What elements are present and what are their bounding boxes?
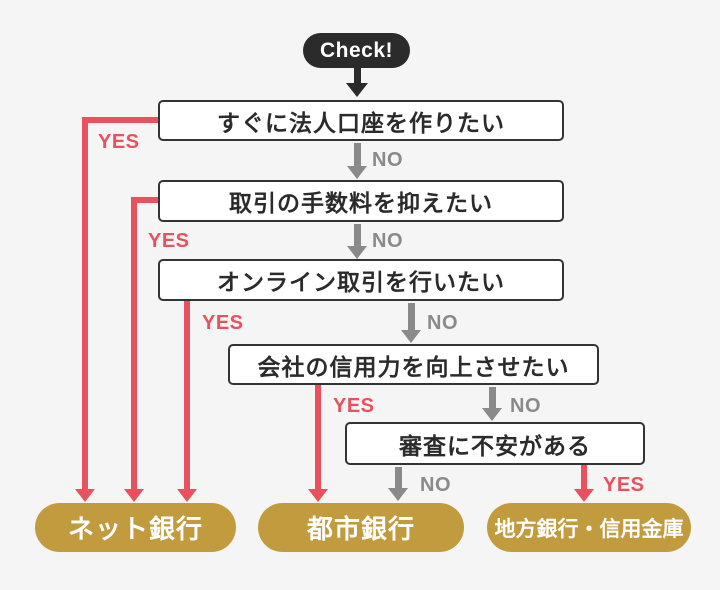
start-arrow-stem: [354, 66, 361, 83]
result-pill-city-bank: 都市銀行: [258, 503, 464, 552]
yes-label-2: YES: [148, 230, 190, 252]
yes-label-5: YES: [603, 474, 645, 496]
result-pill-net-bank: ネット銀行: [35, 503, 236, 552]
question-text: 会社の信用力を向上させたい: [257, 353, 570, 380]
yes-connector-1-horizontal: [82, 117, 158, 123]
no-connector-1: [354, 143, 361, 167]
yes-label-4: YES: [333, 395, 375, 417]
no-arrow-down-icon-2: [347, 246, 367, 259]
yes-label-3: YES: [202, 312, 244, 334]
start-arrow-down-icon: [346, 83, 368, 97]
yes-arrow-down-icon-5: [574, 489, 594, 502]
no-label-1: NO: [372, 149, 403, 171]
no-connector-2: [354, 224, 361, 247]
result-text: ネット銀行: [67, 514, 203, 544]
question-text: すぐに法人口座を作りたい: [217, 109, 505, 136]
no-label-5: NO: [420, 474, 451, 496]
yes-connector-2-vertical: [131, 197, 137, 489]
question-box-low-fees: 取引の手数料を抑えたい: [158, 180, 564, 222]
no-connector-5: [395, 467, 402, 489]
result-text: 都市銀行: [306, 514, 415, 544]
no-label-4: NO: [510, 395, 541, 417]
check-badge: Check!: [303, 33, 410, 68]
no-label-2: NO: [372, 230, 403, 252]
no-arrow-down-icon-3: [401, 330, 421, 343]
no-arrow-down-icon-4: [482, 408, 502, 421]
no-connector-3: [408, 303, 415, 331]
result-text: 地方銀行・信用金庫: [494, 517, 684, 541]
yes-label-1: YES: [98, 131, 140, 153]
yes-connector-2-horizontal: [131, 197, 158, 203]
yes-connector-5-vertical: [581, 465, 587, 489]
question-text: オンライン取引を行いたい: [217, 269, 505, 295]
question-box-online-transactions: オンライン取引を行いたい: [158, 259, 564, 301]
question-text: 取引の手数料を抑えたい: [229, 190, 493, 216]
yes-arrow-down-icon-3: [177, 489, 197, 502]
yes-connector-1-vertical: [82, 117, 88, 489]
no-arrow-down-icon-5: [388, 488, 408, 501]
question-box-creditworthiness: 会社の信用力を向上させたい: [228, 344, 599, 385]
yes-arrow-down-icon-2: [124, 489, 144, 502]
yes-connector-4-vertical: [315, 385, 321, 489]
yes-arrow-down-icon-1: [75, 489, 95, 502]
yes-connector-3-vertical: [184, 301, 190, 489]
question-box-screening-anxiety: 審査に不安がある: [345, 422, 645, 465]
no-label-3: NO: [427, 312, 458, 334]
result-pill-regional-bank: 地方銀行・信用金庫: [487, 503, 691, 552]
no-arrow-down-icon-1: [347, 166, 367, 179]
yes-arrow-down-icon-4: [308, 489, 328, 502]
question-box-corporate-account: すぐに法人口座を作りたい: [158, 100, 564, 141]
question-text: 審査に不安がある: [399, 432, 591, 459]
no-connector-4: [489, 387, 496, 409]
check-badge-label: Check!: [319, 38, 394, 62]
